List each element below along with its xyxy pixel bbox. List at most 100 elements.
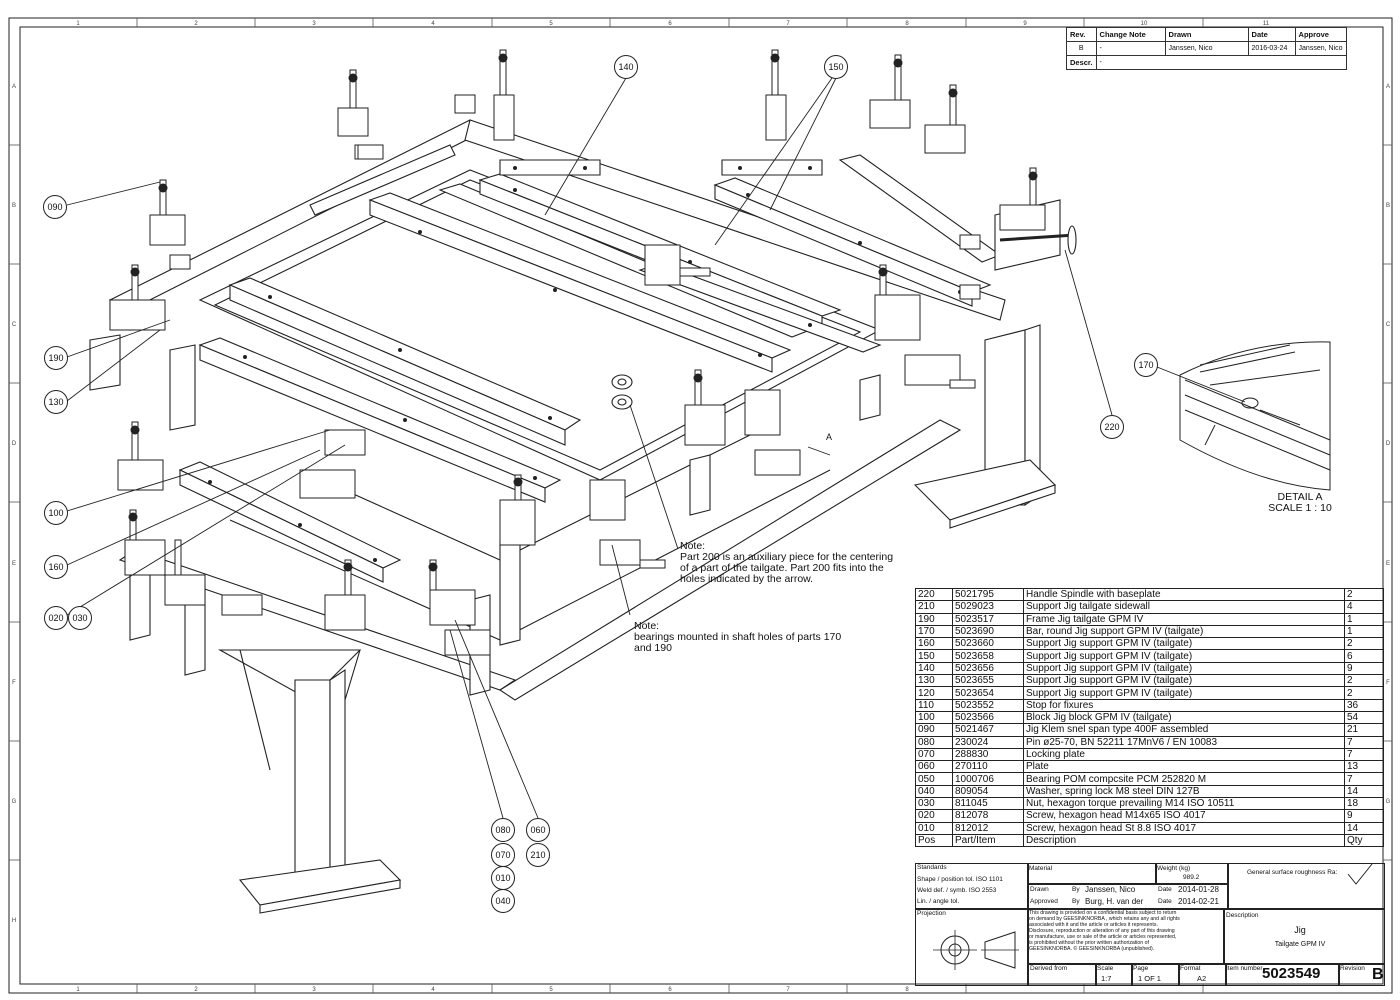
weld-definition: Weld def. / symb. ISO 2553: [917, 887, 997, 894]
bom-pos: 030: [915, 797, 953, 811]
grid-row-label: A: [1386, 84, 1390, 90]
balloon-130: 130: [44, 390, 68, 414]
shape-tolerance: Shape / position tol. ISO 1101: [917, 876, 1003, 883]
bom-part-item: 5023656: [952, 661, 1024, 676]
description-label: Description: [1226, 912, 1259, 919]
weight-label: Weight (kg): [1157, 865, 1191, 872]
grid-col-label: 9: [1023, 21, 1027, 27]
approved-by: Burg, H. van der: [1085, 897, 1144, 906]
bom-header-part: Part/Item: [952, 833, 1024, 848]
bom-pos: 100: [915, 710, 953, 725]
grid-col-label: 7: [786, 987, 790, 993]
outer-frame: [8, 17, 1393, 994]
bom-part-item: 5023552: [952, 698, 1024, 712]
bom-description: Jig Klem snel span type 400F assembled: [1023, 723, 1345, 737]
bom-part-item: 5023654: [952, 686, 1024, 700]
bom-part-item: 5023660: [952, 637, 1024, 651]
toggle-clamps: [109, 49, 1046, 656]
balloon-170: 170: [1134, 353, 1158, 377]
drawn-date-label: Date: [1158, 886, 1172, 893]
balloon-090: 090: [43, 195, 67, 219]
grid-col-label: 1: [76, 21, 80, 27]
projection-symbol-icon: [933, 930, 1019, 970]
revision-table: Rev. Change Note Drawn Date Approve B - …: [1066, 27, 1347, 70]
bom-description: Support Jig support GPM IV (tailgate): [1023, 661, 1345, 676]
bom-part-item: 809054: [952, 784, 1024, 799]
grid-row-label: A: [12, 84, 16, 90]
material-label: Material: [1029, 865, 1053, 872]
bom-part-item: 812012: [952, 821, 1024, 835]
grid-col-label: 7: [786, 21, 790, 27]
bom-qty: 18: [1344, 797, 1384, 811]
bom-pos: 040: [915, 784, 953, 799]
bom-description: Frame Jig tailgate GPM IV: [1023, 612, 1345, 626]
roughness-check-icon: [1347, 863, 1373, 885]
grid-row-label: C: [12, 322, 17, 328]
bom-header-qty: Qty: [1344, 833, 1384, 848]
balloon-030: 030: [68, 606, 92, 630]
approve-value: Janssen, Nico: [1294, 41, 1347, 56]
weight-value: 989.2: [1183, 874, 1200, 881]
bom-description: Support Jig support GPM IV (tailgate): [1023, 649, 1345, 663]
bom-description: Plate: [1023, 760, 1345, 774]
note-bearings: Note: bearings mounted in shaft holes of…: [634, 620, 842, 654]
bom-part-item: 5023566: [952, 710, 1024, 725]
grid-col-label: 8: [905, 21, 909, 27]
bom-qty: 1: [1344, 612, 1384, 626]
bom-part-item: 230024: [952, 735, 1024, 749]
bom-part-item: 812078: [952, 809, 1024, 823]
detail-a-view: [1179, 341, 1331, 491]
bom-description: Support Jig support GPM IV (tailgate): [1023, 686, 1345, 700]
approve-header: Approve: [1294, 27, 1347, 42]
item-number: 5023549: [1262, 965, 1321, 982]
bom-description: Nut, hexagon torque prevailing M14 ISO 1…: [1023, 797, 1345, 811]
format-value: A2: [1197, 974, 1207, 983]
bom-description: Pin ø25-70, BN 52211 17MnV6 / EN 10083: [1023, 735, 1345, 749]
bom-pos: 210: [915, 600, 953, 614]
bom-part-item: 811045: [952, 797, 1024, 811]
revision-value: B: [1372, 966, 1384, 983]
drawn-by: Janssen, Nico: [1085, 885, 1136, 894]
bom-qty: 7: [1344, 772, 1384, 786]
grid-col-label: 2: [194, 987, 198, 993]
grid-row-label: F: [1386, 680, 1390, 686]
rev-value: B: [1066, 41, 1097, 56]
bom-description: Washer, spring lock M8 steel DIN 127B: [1023, 784, 1345, 799]
grid-row-label: E: [12, 561, 16, 567]
balloon-210: 210: [526, 843, 550, 867]
drawn-date: 2014-01-28: [1178, 885, 1219, 894]
bom-description: Support Jig tailgate sidewall: [1023, 600, 1345, 614]
bom-pos: 130: [915, 674, 953, 688]
bom-pos: 060: [915, 760, 953, 774]
bom-header-pos: Pos: [915, 833, 953, 848]
description-line-2: Tailgate GPM IV: [1274, 941, 1326, 948]
grid-row-label: E: [1386, 561, 1390, 567]
grid-row-label: B: [12, 203, 16, 209]
bom-qty: 7: [1344, 735, 1384, 749]
grid-row-label: D: [1386, 441, 1391, 447]
bom-qty: 7: [1344, 747, 1384, 762]
bom-pos: 170: [915, 624, 953, 639]
grid-col-label: 4: [431, 21, 435, 27]
balloon-190: 190: [44, 346, 68, 370]
grid-col-label: 5: [549, 987, 553, 993]
bom-part-item: 5023655: [952, 674, 1024, 688]
page-label: Page: [1133, 965, 1149, 972]
drawn-value: Janssen, Nico: [1164, 41, 1249, 56]
approved-label: Approved: [1030, 898, 1058, 905]
balloon-010: 010: [491, 866, 515, 890]
description-line-1: Jig: [1294, 925, 1306, 935]
bom-description: Screw, hexagon head St 8.8 ISO 4017: [1023, 821, 1345, 835]
detail-a-label: DETAIL A SCALE 1 : 10: [1240, 492, 1360, 514]
